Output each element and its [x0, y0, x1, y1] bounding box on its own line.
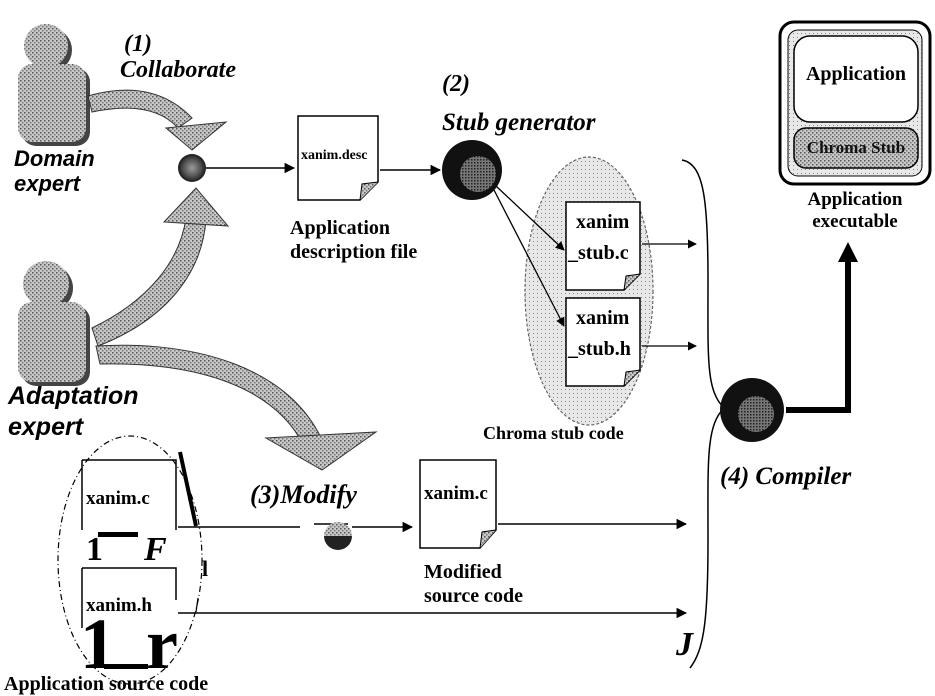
- source-h-file-icon: [81, 567, 177, 669]
- executable-caption: Application: [807, 189, 903, 210]
- stub-generator-number: (2): [442, 71, 470, 97]
- desc-caption: Application: [290, 217, 391, 239]
- executable-application-label: Application: [805, 63, 907, 85]
- stub-code-caption: Chroma stub code: [483, 423, 624, 443]
- source-c-name: xanim.c: [86, 488, 150, 509]
- source-mark-l: l: [202, 556, 209, 581]
- modified-caption: Modified: [424, 561, 502, 583]
- modify-label: (3)Modify: [250, 480, 357, 509]
- stub-c-name: xanim: [576, 211, 630, 233]
- adaptation-expert-label: Adaptation: [8, 382, 139, 410]
- executable-chroma-stub-label: Chroma Stub: [806, 138, 906, 157]
- domain-expert-icon: [18, 24, 90, 146]
- modified-file-name: xanim.c: [424, 483, 488, 504]
- stub-h-name: xanim: [576, 307, 630, 329]
- stub-generator-label: Stub generator: [442, 109, 596, 136]
- collaborate-label: Collaborate: [120, 57, 237, 83]
- adaptation-expert-icon: [18, 261, 90, 386]
- arrow-generator-to-stub-c: [495, 185, 565, 251]
- source-h-name: xanim.h: [86, 595, 152, 616]
- bracket-mark-j: J: [676, 626, 693, 663]
- source-c-file-icon: [81, 459, 177, 537]
- desc-file-icon: [297, 115, 379, 201]
- arrow-executable-head: [838, 242, 858, 262]
- arrow-generator-to-stub-h: [493, 189, 565, 327]
- domain-expert-label-2: expert: [14, 171, 81, 196]
- domain-expert-label: Domain: [14, 146, 95, 171]
- arrow-compiler-to-executable: [786, 256, 851, 413]
- source-mark-1: 1: [86, 531, 103, 568]
- stub-generator-icon: [442, 140, 502, 200]
- source-mark-f: F: [144, 531, 167, 568]
- stub-h-file-icon: [565, 297, 641, 387]
- source-mark-big-r: r: [146, 604, 178, 684]
- desc-caption-2: description file: [290, 241, 418, 263]
- desc-file-name: xanim.desc: [301, 148, 368, 163]
- modified-file-icon: [419, 459, 497, 549]
- source-code-region: [57, 435, 203, 685]
- executable-caption-2: executable: [812, 211, 898, 232]
- compiler-label: (4) Compiler: [720, 463, 852, 490]
- collaborate-number: (1): [124, 31, 152, 57]
- slash-mark: [195, 597, 199, 613]
- stub-c-file-icon: [565, 201, 641, 291]
- merge-point: [178, 154, 206, 182]
- stub-h-name-2: _stub.h: [568, 338, 631, 360]
- modify-curved-arrow: [95, 344, 378, 471]
- modify-icon: [324, 522, 352, 550]
- compiler-icon: [720, 378, 784, 442]
- collaborate-arrow: [87, 89, 228, 151]
- source-code-caption: Application source code: [4, 673, 209, 695]
- adaptation-up-arrow: [91, 187, 230, 347]
- corner-mark: [178, 451, 198, 527]
- executable-icon: [778, 20, 932, 186]
- adaptation-expert-label-2: expert: [8, 413, 84, 441]
- modified-caption-2: source code: [424, 585, 524, 607]
- compiler-bracket: [681, 159, 726, 669]
- stub-c-name-2: _stub.c: [568, 242, 629, 264]
- source-mark-big-1: 1: [80, 604, 116, 684]
